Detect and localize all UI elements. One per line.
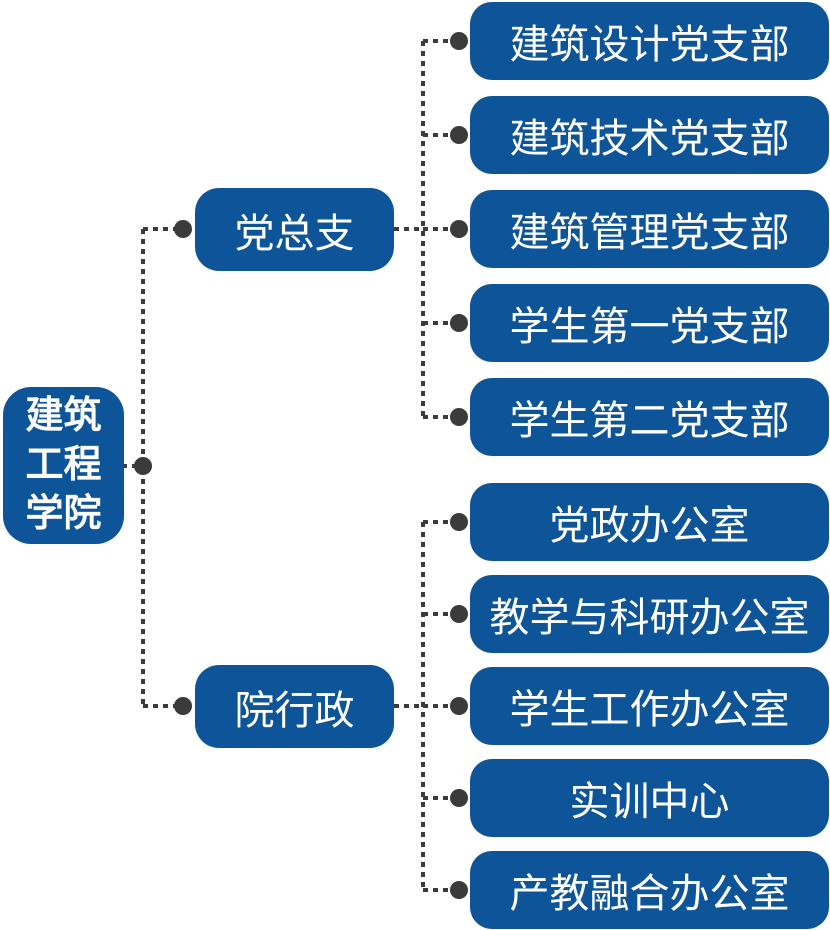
junction-dot [134, 457, 152, 475]
junction-dot [450, 126, 468, 144]
dotted-connector-paths [122, 39, 452, 892]
junction-dot [450, 697, 468, 715]
junction-dot [450, 605, 468, 623]
junction-dot [450, 513, 468, 531]
leaf-label: 建筑管理党支部 [509, 211, 790, 255]
org-leaf-node: 学生工作办公室 [470, 667, 829, 745]
leaf-label: 产教融合办公室 [509, 872, 790, 916]
junction-dot [450, 32, 468, 50]
root-label-line-2: 工程 [25, 444, 102, 486]
junction-dot [450, 220, 468, 238]
org-leaf-node: 党政办公室 [470, 483, 829, 561]
org-leaf-node: 实训中心 [470, 759, 829, 837]
leaf-label: 建筑技术党支部 [509, 117, 790, 161]
leaf-label: 建筑设计党支部 [509, 23, 790, 67]
junction-dot [450, 881, 468, 899]
org-node-branch-admin: 院行政 [195, 665, 394, 748]
leaf-label: 党政办公室 [549, 504, 750, 548]
org-leaf-node: 学生第一党支部 [470, 284, 829, 362]
root-label-line-3: 学院 [25, 493, 102, 535]
org-leaf-node: 学生第二党支部 [470, 378, 829, 456]
junction-dot [174, 220, 192, 238]
junction-dot [450, 789, 468, 807]
leaf-label: 教学与科研办公室 [489, 596, 810, 640]
org-node-branch-party: 党总支 [195, 188, 394, 271]
junction-dots [134, 32, 468, 899]
root-label-line-1: 建筑 [25, 395, 102, 437]
org-leaf-node: 教学与科研办公室 [470, 575, 829, 653]
org-leaf-node: 建筑技术党支部 [470, 96, 829, 174]
branch-label: 院行政 [234, 688, 355, 733]
leaf-label: 实训中心 [569, 780, 730, 824]
branch-label: 党总支 [234, 211, 355, 256]
leaf-label: 学生第二党支部 [509, 399, 790, 443]
org-leaf-node: 建筑管理党支部 [470, 190, 829, 268]
junction-dot [174, 697, 192, 715]
leaf-label: 学生工作办公室 [509, 688, 790, 732]
junction-dot [450, 408, 468, 426]
org-leaf-node: 产教融合办公室 [470, 851, 829, 929]
org-leaf-node: 建筑设计党支部 [470, 2, 829, 80]
org-node-root: 建筑 工程 学院 [3, 387, 124, 544]
junction-dot [450, 314, 468, 332]
leaf-label: 学生第一党支部 [509, 305, 790, 349]
